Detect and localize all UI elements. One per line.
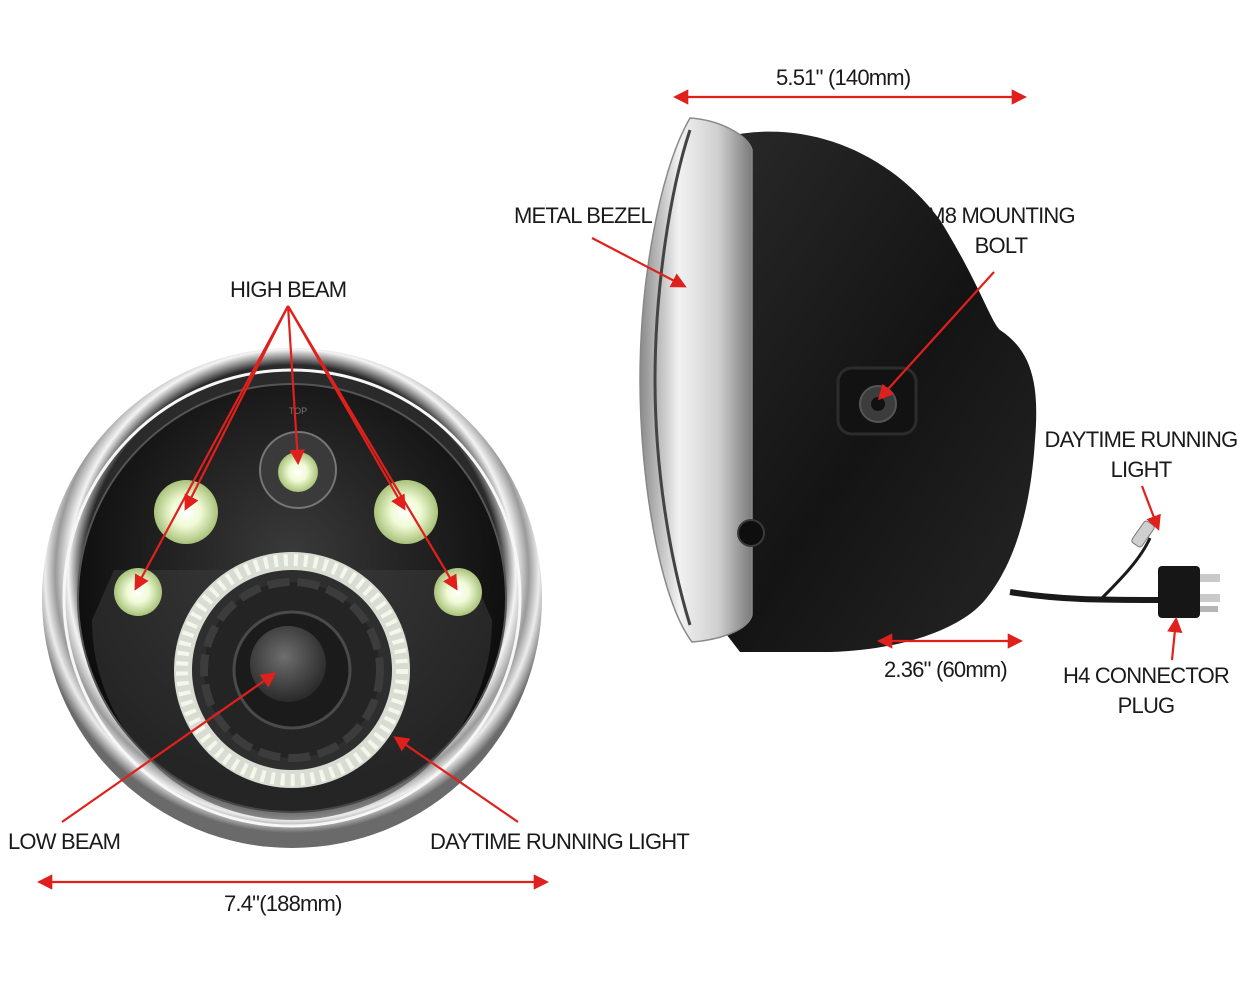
metal-bezel-pointer: [591, 237, 687, 288]
low-beam-label: LOW BEAM: [8, 829, 121, 854]
high-beam-pointer-1: [134, 305, 289, 591]
side-view-headlight: [639, 117, 1220, 652]
high-beam-led-far-right: [434, 568, 482, 616]
metal-bezel: [639, 117, 753, 643]
drl-front-pointer: [393, 736, 519, 823]
mounting-bolt-label-line1: M8 MOUNTING: [927, 203, 1075, 228]
h4-connector-plug: [1158, 566, 1200, 618]
annotation-arrows: [36, 89, 1183, 890]
top-mark: TOP: [289, 406, 307, 416]
high-beam-label: HIGH BEAM: [230, 277, 347, 302]
adjust-screw: [737, 519, 765, 547]
drl-connector: [1131, 520, 1155, 548]
drl-side-label-line1: DAYTIME RUNNING: [1044, 427, 1239, 452]
depth-label: 2.36" (60mm): [884, 657, 1008, 682]
high-beam-pointer-5: [287, 305, 458, 591]
metal-bezel-label: METAL BEZEL: [514, 203, 653, 228]
h4-plug-label-line1: H4 CONNECTOR: [1062, 663, 1230, 688]
width-label: 5.51" (140mm): [776, 65, 911, 90]
drl-side-label-line2: LIGHT: [1110, 457, 1173, 482]
low-beam-pointer: [61, 672, 277, 823]
mounting-bolt-label-line2: BOLT: [974, 233, 1028, 258]
high-beam-led-right: [374, 480, 438, 544]
drl-wire: [1098, 537, 1152, 602]
high-beam-led-left: [154, 480, 218, 544]
high-beam-pointer-2: [184, 305, 289, 511]
front-view-headlight: TOP: [42, 348, 542, 848]
high-beam-led-top: [278, 452, 318, 492]
high-beam-pointer-3: [286, 305, 305, 466]
drl-front-label: DAYTIME RUNNING LIGHT: [430, 829, 690, 854]
low-beam-projector: [250, 626, 326, 702]
h4-plug-label-line2: PLUG: [1117, 693, 1176, 718]
drl-side-pointer: [1140, 485, 1161, 531]
h4-plug-pointer: [1167, 616, 1183, 661]
high-beam-led-far-left: [114, 568, 162, 616]
diameter-label: 7.4"(188mm): [224, 891, 342, 916]
mounting-bolt-pointer: [877, 271, 995, 401]
